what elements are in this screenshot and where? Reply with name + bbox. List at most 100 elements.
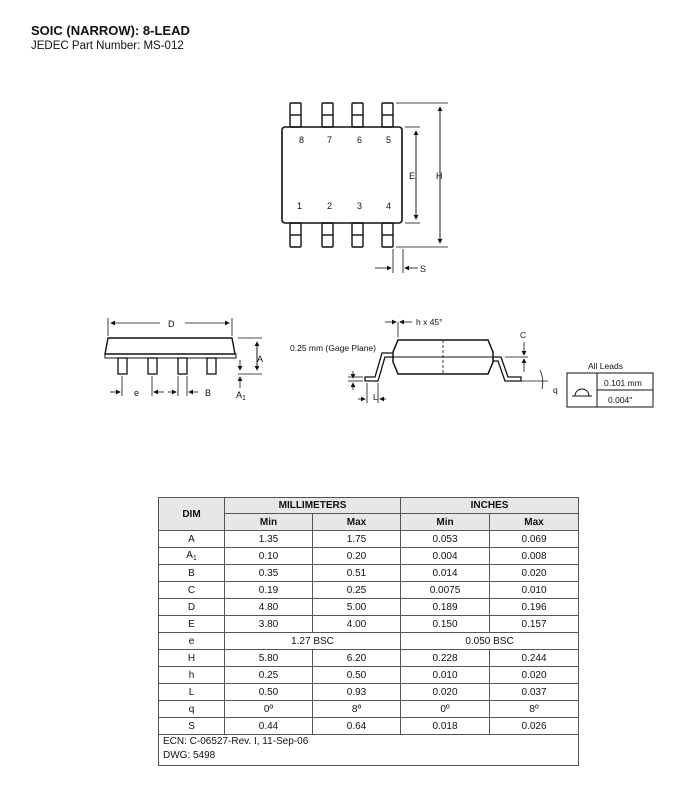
package-drawing: 8 7 6 5 1 2 3 4 E H S [104, 102, 654, 408]
label-h-width: H [436, 171, 443, 181]
mm-min-cell: 1.35 [224, 530, 313, 548]
mm-min-cell: 0.25 [224, 666, 313, 684]
mm-min-cell: 0.10 [224, 547, 313, 565]
in-max-cell: 0.244 [488, 649, 580, 667]
mm-bsc-cell: 1.27 BSC [224, 632, 401, 650]
label-a: A [257, 354, 263, 364]
bottom-leads [289, 222, 394, 248]
mm-min-cell: 0º [224, 700, 313, 718]
dim-cell: e [158, 632, 225, 650]
in-min-cell: 0.010 [400, 666, 490, 684]
mm-max-cell: 5.00 [312, 598, 401, 616]
in-min-cell: 0.150 [400, 615, 490, 633]
dim-cell: C [158, 581, 225, 599]
end-view [348, 319, 654, 408]
page-title: SOIC (NARROW): 8-LEAD [31, 23, 190, 38]
mm-min-cell: 4.80 [224, 598, 313, 616]
pin-label-6: 6 [357, 135, 362, 145]
label-q: q [553, 385, 558, 395]
mm-max-cell: 0.20 [312, 547, 401, 565]
side-view [104, 318, 262, 396]
label-gage-plane: 0.25 mm (Gage Plane) [290, 343, 376, 353]
table-notes-row: ECN: C-06527-Rev. I, 11-Sep-06 DWG: 5498 [157, 734, 580, 766]
in-max-cell: 0.157 [488, 615, 580, 633]
in-min-cell: 0.228 [400, 649, 490, 667]
in-min-cell: 0.018 [400, 717, 490, 735]
dim-cell: A1 [158, 547, 225, 565]
dim-cell: S [158, 717, 225, 735]
header-mm-min: Min [224, 513, 313, 531]
header-millimeters: MILLIMETERS [224, 497, 401, 514]
mm-max-cell: 0.51 [312, 564, 401, 582]
in-max-cell: 0.010 [488, 581, 580, 599]
header-in-min: Min [400, 513, 490, 531]
label-l: L [373, 392, 378, 402]
in-min-cell: 0º [400, 700, 490, 718]
pin-label-7: 7 [327, 135, 332, 145]
in-min-cell: 0.014 [400, 564, 490, 582]
dim-cell: D [158, 598, 225, 616]
in-bsc-cell: 0.050 BSC [399, 632, 580, 650]
pin-label-8: 8 [299, 135, 304, 145]
dim-cell: L [158, 683, 225, 701]
label-e-width: E [409, 171, 415, 181]
table-header-minmax-row: Min Max Min Max [159, 513, 580, 531]
pin-label-3: 3 [357, 201, 362, 211]
package-body [281, 126, 403, 224]
in-max-cell: 0.008 [488, 547, 580, 565]
mm-max-cell: 0.50 [312, 666, 401, 684]
in-min-cell: 0.189 [400, 598, 490, 616]
mm-max-cell: 0.64 [312, 717, 401, 735]
coplanarity-mm: 0.101 mm [604, 378, 642, 388]
in-min-cell: 0.053 [400, 530, 490, 548]
in-max-cell: 8º [488, 700, 580, 718]
in-max-cell: 0.020 [488, 666, 580, 684]
header-in-max: Max [488, 513, 580, 531]
table-header-group-row: DIM MILLIMETERS INCHES [158, 497, 580, 531]
in-max-cell: 0.069 [488, 530, 580, 548]
coplanarity-in: 0.004" [608, 395, 632, 405]
dim-cell: E [158, 615, 225, 633]
dimensions-table: DIM MILLIMETERS INCHES Min Max Min Max A… [157, 497, 580, 766]
in-max-cell: 0.196 [488, 598, 580, 616]
mm-min-cell: 0.35 [224, 564, 313, 582]
dwg-note: DWG: 5498 [163, 750, 216, 761]
mm-max-cell: 4.00 [312, 615, 401, 633]
in-min-cell: 0.0075 [400, 581, 490, 599]
label-c: C [520, 330, 526, 340]
in-max-cell: 0.026 [488, 717, 580, 735]
in-max-cell: 0.037 [488, 683, 580, 701]
mm-min-cell: 3.80 [224, 615, 313, 633]
dim-cell: h [158, 666, 225, 684]
top-leads [289, 102, 394, 128]
label-d: D [168, 319, 175, 329]
pin-label-5: 5 [386, 135, 391, 145]
dim-cell: A [158, 530, 225, 548]
mm-min-cell: 5.80 [224, 649, 313, 667]
mm-max-cell: 8º [312, 700, 401, 718]
jedec-part-number: JEDEC Part Number: MS-012 [31, 40, 184, 52]
mm-min-cell: 0.50 [224, 683, 313, 701]
mm-max-cell: 1.75 [312, 530, 401, 548]
label-s: S [420, 264, 426, 274]
pin-label-1: 1 [297, 201, 302, 211]
ecn-note: ECN: C-06527-Rev. I, 11-Sep-06 [163, 736, 309, 747]
label-chamfer: h x 45° [416, 317, 443, 327]
label-all-leads: All Leads [588, 361, 623, 371]
in-min-cell: 0.004 [400, 547, 490, 565]
in-min-cell: 0.020 [400, 683, 490, 701]
header-mm-max: Max [312, 513, 401, 531]
mm-min-cell: 0.19 [224, 581, 313, 599]
